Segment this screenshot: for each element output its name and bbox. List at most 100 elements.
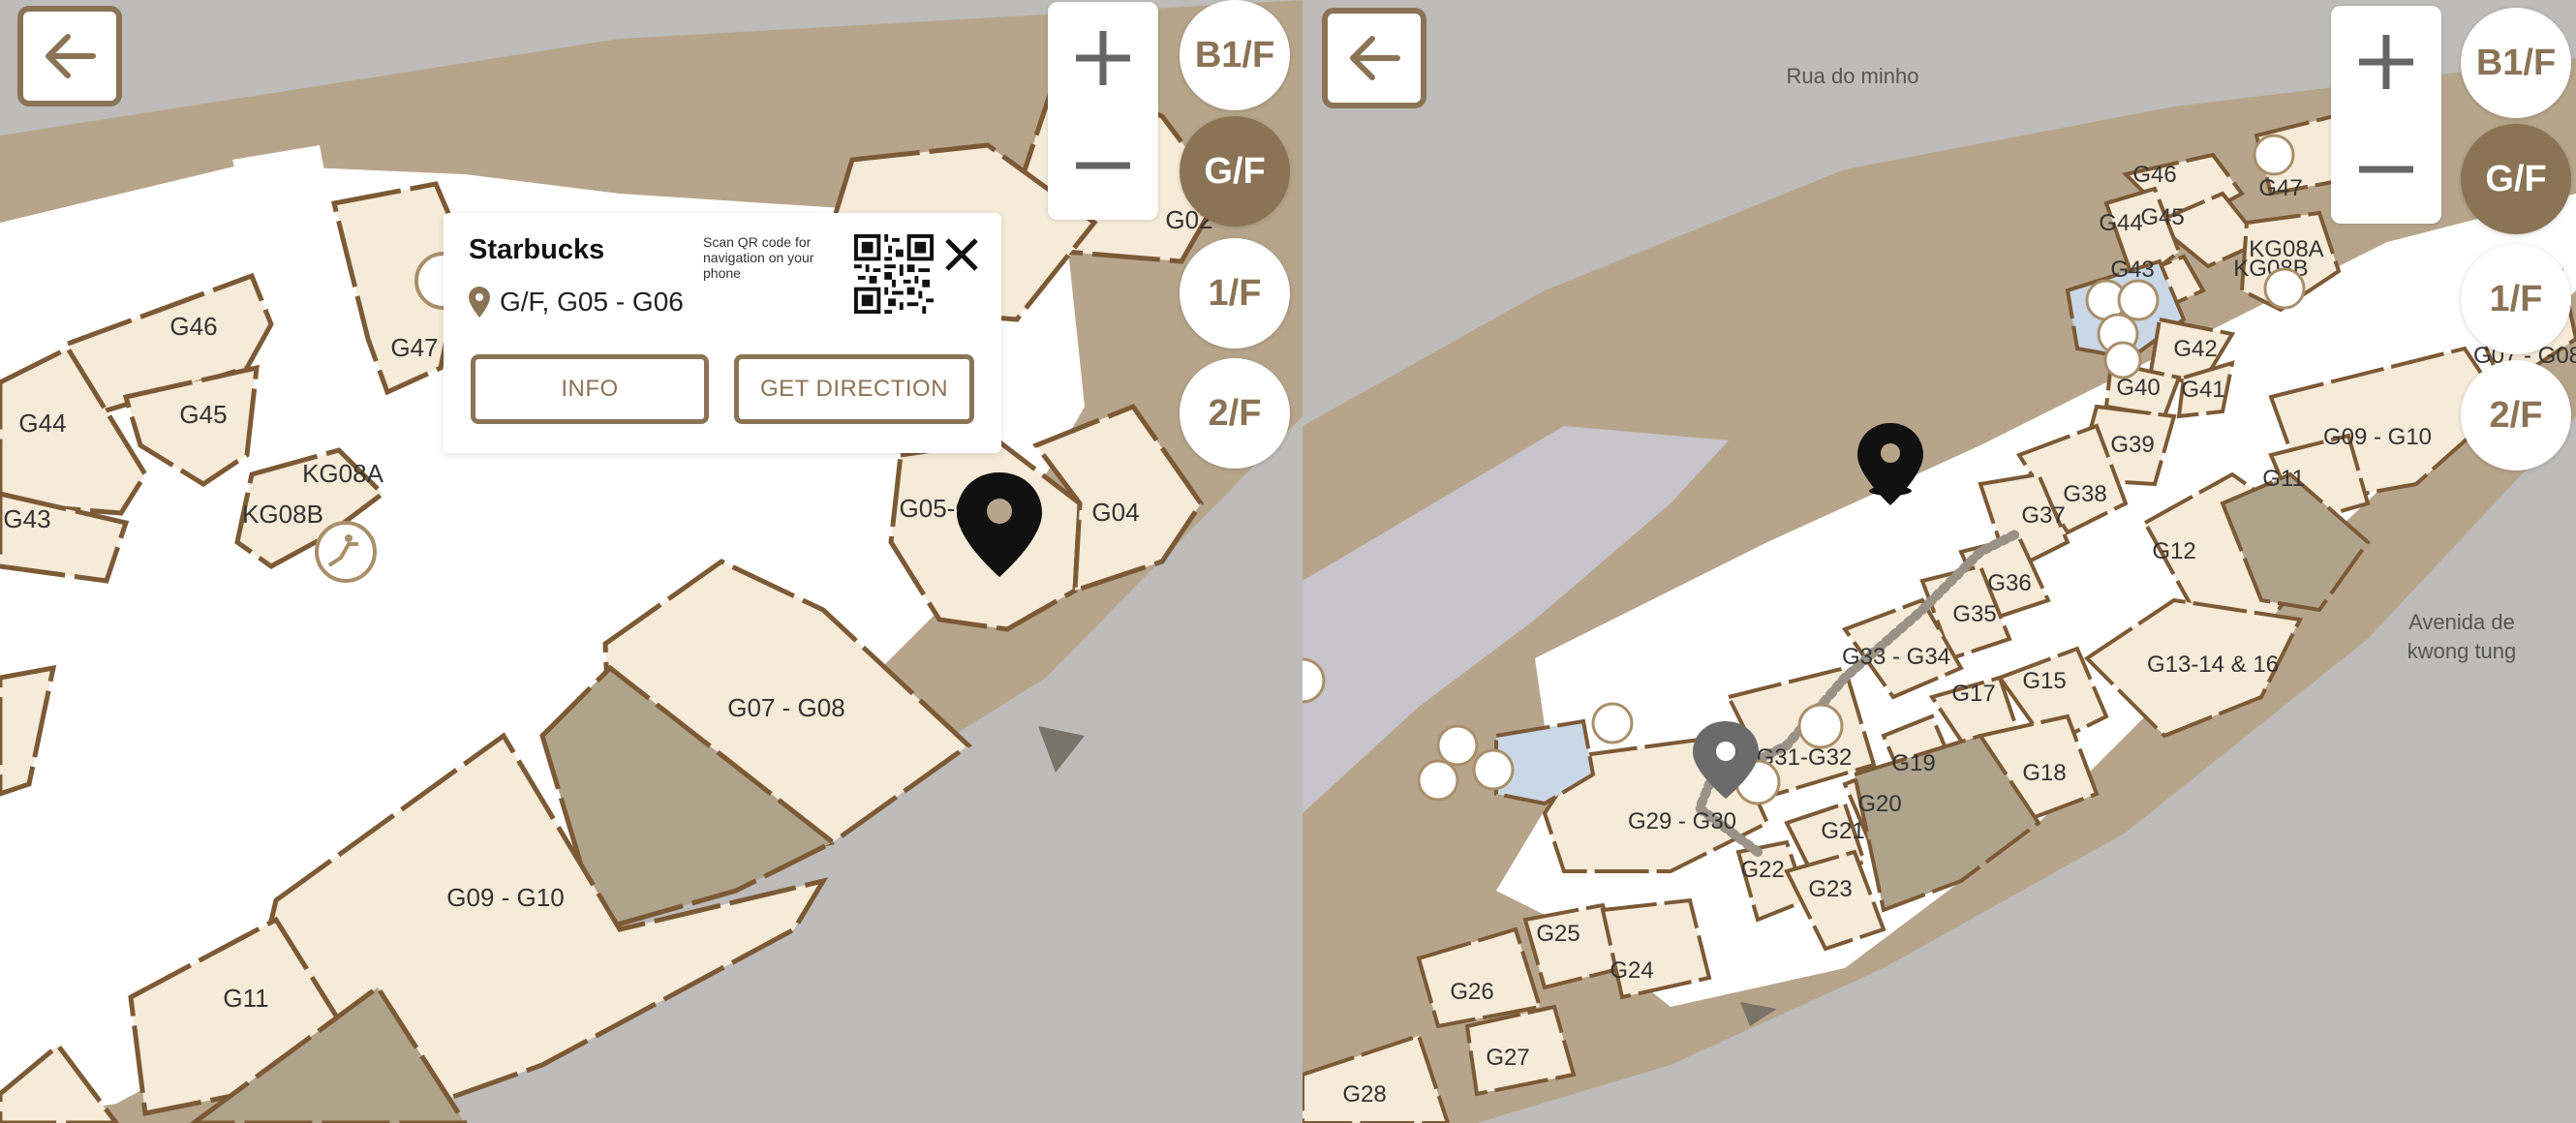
qr-instruction-text: Scan QR code for navigation on your phon… xyxy=(703,234,814,281)
info-button[interactable]: INFO xyxy=(471,354,709,424)
unit-label: G36 xyxy=(1987,570,2031,596)
zoom-in-button[interactable] xyxy=(1048,2,1158,110)
arrow-left-icon xyxy=(46,34,96,78)
street-name: Avenida de xyxy=(2408,610,2515,634)
unit-bottom-left xyxy=(0,1042,120,1123)
entrance-icon xyxy=(1303,657,1326,704)
unit-label: G09 - G10 xyxy=(446,883,564,912)
unit-label: G28 xyxy=(1342,1081,1386,1108)
unit-g04 xyxy=(1032,403,1205,594)
plus-icon xyxy=(2359,35,2413,89)
unit-label: G22 xyxy=(1740,857,1784,883)
back-button[interactable] xyxy=(1322,8,1426,108)
unit-label: G27 xyxy=(1486,1045,1529,1071)
unit-label: G29 - G30 xyxy=(1628,808,1736,835)
map-marker-icon xyxy=(469,287,490,318)
unit-g26 xyxy=(1416,926,1543,1029)
unit-g27 xyxy=(1464,1004,1577,1097)
unit-label: G24 xyxy=(1610,957,1653,984)
unit-g41 xyxy=(2176,360,2235,419)
unit-label: G23 xyxy=(1808,876,1852,902)
shop-location-text: G/F, G05 - G06 xyxy=(500,287,684,317)
zoom-controls xyxy=(1048,2,1158,220)
unit-g24 xyxy=(1600,897,1712,1000)
escalator-icon xyxy=(1734,267,2306,805)
unit-label: G45 xyxy=(179,400,227,429)
unit-g44 xyxy=(0,345,148,516)
direction-arrow-icon xyxy=(1038,726,1085,773)
mall-floor-map-overview[interactable]: G46 G45 G44 G43 G47 KG08A KG08B G42 G40 … xyxy=(1303,0,2576,1123)
minus-icon xyxy=(1076,162,1130,169)
unit-label: G13-14 & 16 xyxy=(2147,652,2279,678)
unit-bottom-dark xyxy=(189,984,468,1123)
unit-label: KG08B xyxy=(242,500,323,529)
unit-label: G44 xyxy=(18,409,66,438)
close-icon xyxy=(945,238,978,271)
current-location-pin-icon[interactable] xyxy=(1693,721,1759,799)
unit-label: G35 xyxy=(1952,601,1996,627)
unit-g23 xyxy=(1784,849,1886,952)
unit-g43 xyxy=(0,491,130,584)
unit-label: G09 - G10 xyxy=(2323,424,2432,450)
shop-info-popup: Starbucks G/F, G05 - G06 Scan QR code fo… xyxy=(444,213,1001,453)
get-direction-button[interactable]: GET DIRECTION xyxy=(734,354,974,424)
unit-label: KG08A xyxy=(302,459,383,488)
back-button[interactable] xyxy=(17,6,122,106)
floor-button-b1f[interactable]: B1/F xyxy=(1180,0,1290,110)
shop-location: G/F, G05 - G06 xyxy=(469,287,684,318)
unit-label: G15 xyxy=(2022,668,2066,694)
unit-label: G04 xyxy=(1091,498,1139,527)
unit-dark-block-2 xyxy=(1852,733,2041,913)
floor-map-panel-right: G46 G45 G44 G43 G47 KG08A KG08B G42 G40 … xyxy=(1303,0,2576,1123)
floor-map-panel-left: G46 G45 G44 G43 G47 KG08A KG08B G02 G05-… xyxy=(0,0,1303,1123)
floor-button-2f[interactable]: 2/F xyxy=(1180,358,1290,469)
plaza-area xyxy=(1303,426,1729,813)
unit-label: G17 xyxy=(1951,681,1995,707)
escalator-icon xyxy=(315,521,377,583)
unit-g47 xyxy=(330,181,468,396)
qr-code-icon xyxy=(854,234,934,314)
floor-button-1f[interactable]: 1/F xyxy=(2461,244,2571,354)
unit-label: G47 xyxy=(2258,175,2302,201)
unit-label: G45 xyxy=(2140,204,2184,230)
unit-dark-block xyxy=(2220,471,2371,613)
plus-icon xyxy=(1076,31,1130,85)
close-popup-button[interactable] xyxy=(939,232,984,277)
unit-label: G12 xyxy=(2152,538,2195,564)
zoom-in-button[interactable] xyxy=(2331,6,2441,114)
street-name: Rua do minho xyxy=(1787,64,1919,88)
floor-button-b1f[interactable]: B1/F xyxy=(2461,8,2571,118)
unit-label: G46 xyxy=(2132,162,2176,188)
minus-icon xyxy=(2359,166,2413,173)
unit-label: G42 xyxy=(2173,336,2217,362)
unit-label: G43 xyxy=(3,504,50,533)
zoom-controls xyxy=(2331,6,2441,224)
elevator-icon xyxy=(1591,134,2295,744)
zoom-out-button[interactable] xyxy=(1048,111,1158,220)
unit-label: G46 xyxy=(169,312,217,341)
zoom-out-button[interactable] xyxy=(2331,115,2441,224)
unit-label: G39 xyxy=(2110,432,2154,458)
unit-label: G18 xyxy=(2022,760,2066,786)
unit-kg08 xyxy=(234,447,386,569)
floor-button-gf[interactable]: G/F xyxy=(2461,124,2571,234)
unit-label: G19 xyxy=(1891,750,1935,776)
floor-button-1f[interactable]: 1/F xyxy=(1180,238,1290,349)
unit-label: G07 - G08 xyxy=(727,693,844,722)
unit-g28 xyxy=(1303,1033,1451,1123)
unit-label: G44 xyxy=(2099,210,2142,236)
unit-left-small xyxy=(0,664,57,797)
arrow-left-icon xyxy=(1350,36,1400,80)
unit-label: G25 xyxy=(1536,921,1579,947)
destination-pin-icon[interactable] xyxy=(1857,423,1923,505)
unit-label: G47 xyxy=(390,333,438,362)
location-pin-icon[interactable] xyxy=(957,472,1042,577)
unit-label: G38 xyxy=(2063,481,2106,507)
floor-button-gf[interactable]: G/F xyxy=(1180,116,1290,227)
unit-g45 xyxy=(122,364,260,487)
floor-button-2f[interactable]: 2/F xyxy=(2461,360,2571,470)
direction-arrow-icon xyxy=(1740,1002,1777,1026)
restroom-icon xyxy=(2085,279,2160,379)
unit-label: G40 xyxy=(2116,375,2160,401)
unit-label: G26 xyxy=(1450,979,1493,1005)
